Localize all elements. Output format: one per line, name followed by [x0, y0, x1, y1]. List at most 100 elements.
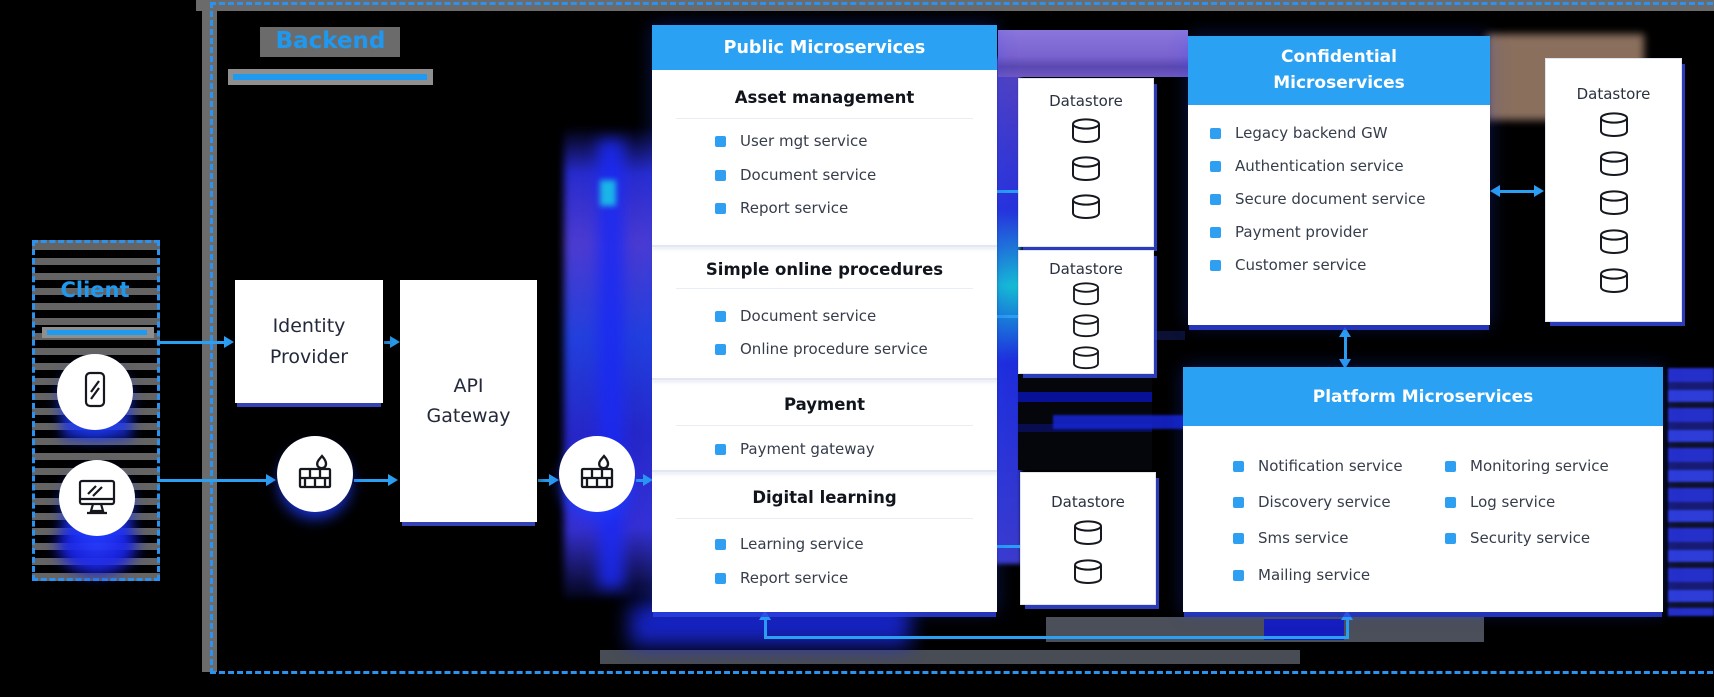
- bullet-icon: [1445, 460, 1456, 472]
- glitch-artifact: [196, 0, 1714, 11]
- connector-bus-riser: [1346, 618, 1349, 636]
- identity-provider-node: Identity Provider: [235, 280, 383, 403]
- datastore-box: Datastore: [1020, 472, 1156, 605]
- bullet-icon: [1445, 532, 1456, 544]
- section-title: Asset management: [734, 88, 915, 107]
- service-item: Mailing service: [1258, 566, 1371, 584]
- divider: [652, 245, 997, 247]
- service-item: Document service: [740, 307, 877, 325]
- bullet-icon: [715, 169, 726, 181]
- bullet-icon: [1233, 496, 1244, 508]
- bullet-icon: [715, 135, 726, 147]
- database-icon: [1070, 118, 1102, 148]
- service-item: Payment provider: [1235, 223, 1368, 241]
- arrowhead: [1339, 327, 1351, 337]
- datastore-box: Datastore: [1018, 78, 1154, 247]
- connector-gateway-firewall: [538, 479, 554, 482]
- database-icon: [1598, 190, 1630, 220]
- confidential-microservices-panel: Confidential Microservices Legacy backen…: [1188, 36, 1490, 325]
- service-item: Secure document service: [1235, 190, 1426, 208]
- arrowhead: [549, 474, 559, 486]
- service-item: Report service: [740, 569, 849, 587]
- arrowhead: [1339, 359, 1351, 369]
- datastore-box: Datastore: [1018, 250, 1154, 374]
- glow-artifact: [598, 140, 624, 588]
- divider: [676, 118, 973, 119]
- connector-datastore-public: [980, 190, 1018, 193]
- database-icon: [1071, 346, 1101, 374]
- glitch-artifact: [1018, 392, 1152, 402]
- database-icon: [1071, 314, 1101, 342]
- glitch-artifact: [1053, 415, 1185, 429]
- firewall-node: [559, 436, 635, 512]
- database-icon: [1071, 282, 1101, 310]
- bullet-icon: [1233, 460, 1244, 472]
- connector-confidential-datastore: [1496, 190, 1540, 193]
- client-underline: [47, 330, 147, 335]
- service-item: User mgt service: [740, 132, 868, 150]
- bullet-icon: [1210, 160, 1221, 172]
- firewall-icon: [575, 450, 619, 498]
- bullet-icon: [1233, 569, 1244, 581]
- connector-idp-gateway: [384, 341, 394, 344]
- database-icon: [1598, 268, 1630, 298]
- bullet-icon: [1210, 226, 1221, 238]
- connector-bottom-bus: [764, 636, 1349, 639]
- backend-zone-label: Backend: [275, 28, 386, 54]
- service-item: Discovery service: [1258, 493, 1391, 511]
- desktop-client-node: [59, 460, 135, 536]
- firewall-node: [277, 436, 353, 512]
- connector-client-idp: [157, 341, 227, 344]
- service-item: Payment gateway: [740, 440, 875, 458]
- glitch-artifact: [1264, 619, 1344, 640]
- arrowhead: [1341, 610, 1353, 620]
- bullet-icon: [715, 202, 726, 214]
- divider: [652, 378, 997, 380]
- arrowhead: [388, 474, 398, 486]
- service-item: Legacy backend GW: [1235, 124, 1388, 142]
- database-icon: [1072, 559, 1104, 589]
- bullet-icon: [1210, 259, 1221, 271]
- backend-underline: [233, 74, 427, 80]
- database-icon: [1598, 229, 1630, 259]
- connector-firewall-gateway: [354, 479, 392, 482]
- api-gateway-node: API Gateway: [400, 280, 537, 522]
- database-icon: [1070, 194, 1102, 224]
- service-item: Online procedure service: [740, 340, 928, 358]
- arrowhead: [643, 474, 653, 486]
- glow-artifact: [600, 180, 616, 206]
- connector-confidential-platform: [1344, 334, 1347, 362]
- public-microservices-header: Public Microservices: [652, 25, 997, 70]
- connector-datastore-public: [980, 315, 1018, 318]
- divider: [652, 470, 997, 472]
- platform-microservices-header: Platform Microservices: [1183, 367, 1663, 426]
- public-microservices-panel: Public Microservices Asset management Us…: [652, 25, 997, 612]
- confidential-microservices-header: Confidential Microservices: [1188, 36, 1490, 105]
- arrowhead: [224, 336, 234, 348]
- database-icon: [1070, 156, 1102, 186]
- service-item: Log service: [1470, 493, 1556, 511]
- datastore-label: Datastore: [1049, 260, 1123, 278]
- bullet-icon: [715, 538, 726, 550]
- service-item: Notification service: [1258, 457, 1403, 475]
- database-icon: [1598, 112, 1630, 142]
- connector-datastore-public: [980, 545, 1020, 548]
- glow-artifact: [995, 58, 1021, 564]
- connector-bus-riser: [764, 618, 767, 636]
- bullet-icon: [715, 310, 726, 322]
- service-item: Report service: [740, 199, 849, 217]
- bullet-icon: [1210, 193, 1221, 205]
- section-title: Payment: [783, 395, 866, 414]
- datastore-label: Datastore: [1049, 92, 1123, 110]
- service-item: Sms service: [1258, 529, 1349, 547]
- smartphone-icon: [75, 368, 115, 416]
- database-icon: [1598, 151, 1630, 181]
- datastore-box: Datastore: [1545, 58, 1682, 322]
- service-item: Security service: [1470, 529, 1591, 547]
- bullet-icon: [715, 343, 726, 355]
- purple-block-artifact: [998, 30, 1188, 77]
- bullet-icon: [1233, 532, 1244, 544]
- section-title: Simple online procedures: [705, 260, 944, 279]
- bullet-icon: [715, 443, 726, 455]
